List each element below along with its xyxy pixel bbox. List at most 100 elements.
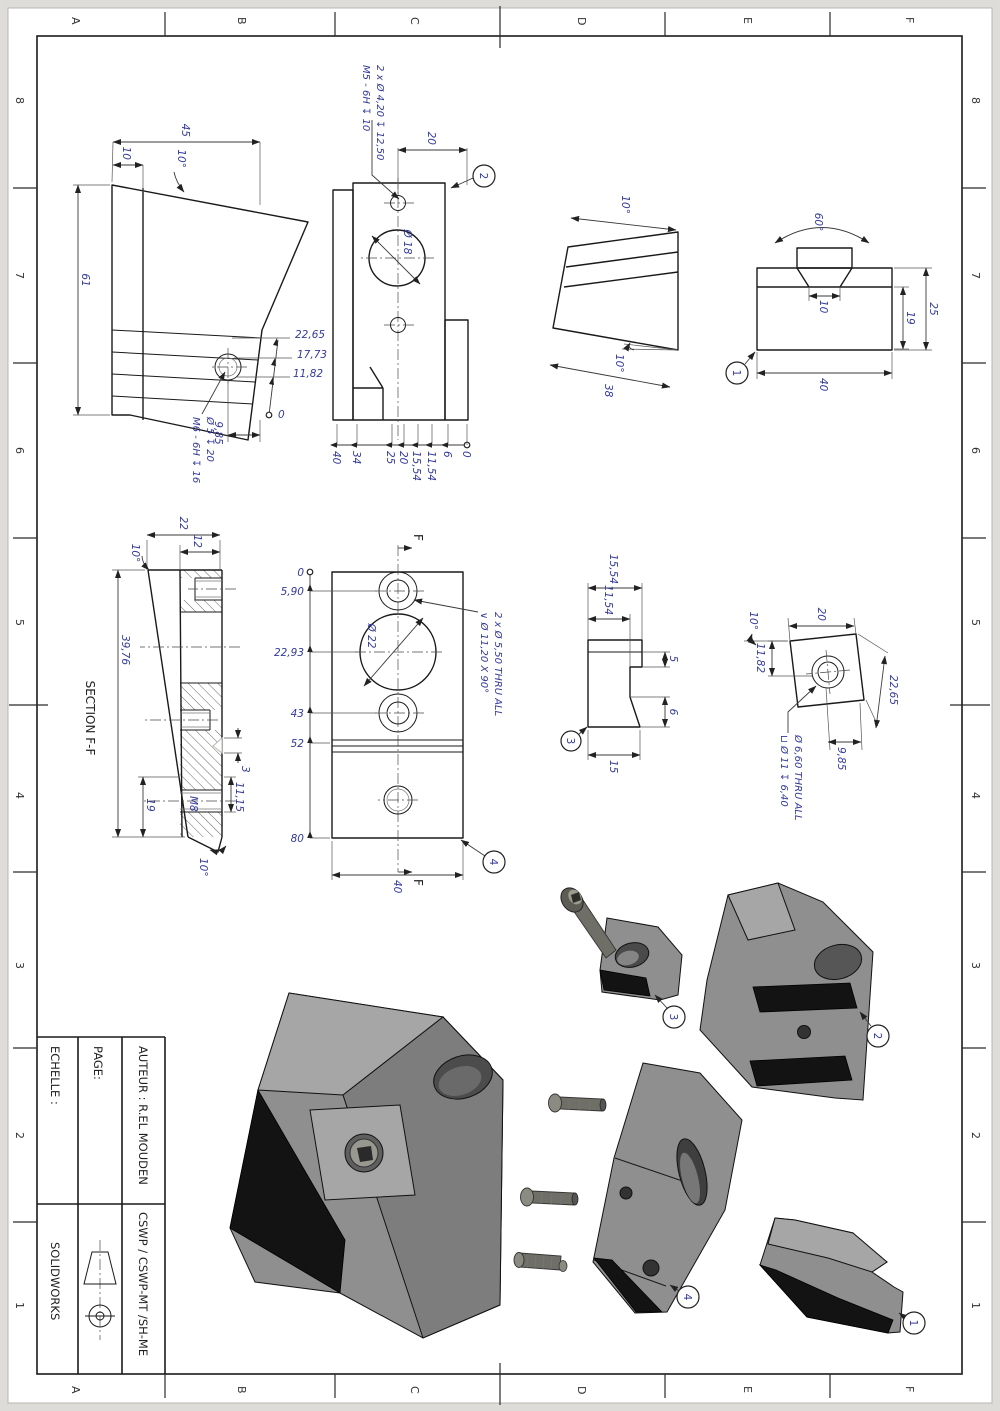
zone-letter: C [408,1386,421,1394]
zone-number: 5 [969,619,982,626]
balloon-1-circle [725,361,749,385]
ord-25: 25 [384,451,396,465]
balloon-4: 4 [487,859,499,866]
part-main-body [229,992,504,1339]
zone-number: 2 [969,1132,982,1139]
zone-letter: B [235,17,248,25]
ord-43: 43 [291,708,304,720]
ord-20: 20 [397,451,409,465]
dim-angle-10-bottom: 10° [613,354,625,373]
zone-labels: F E D C B A F E D C B A 8 7 6 5 4 3 2 1 … [13,17,982,1394]
part4-plate [592,1062,743,1314]
zone-letter: D [575,17,588,25]
dim-20: 20 [815,608,827,622]
ord-0: 0 [297,567,304,579]
page-field: PAGE: [91,1046,105,1080]
zone-letter: F [903,1386,916,1392]
zone-number: 5 [13,619,26,626]
dim-11-82: 11,82 [754,643,766,673]
balloon-3: 3 [667,1014,679,1021]
note-cbore-line1: Ø 6,60 THRU ALL [792,734,804,821]
dim-angle-10: 10° [747,611,759,630]
dim-11-54: 11,54 [602,585,614,615]
view-clamp-part3: 15,54 11,54 5 6 15 3 [560,554,679,774]
dim-angle-10: 10° [175,149,187,168]
zone-letter: C [408,17,421,25]
ord-40: 40 [330,451,342,465]
dim-angle-10-bottom: 10° [197,858,209,877]
view-jaw-top: 10° 38 10° [549,195,679,398]
balloon-3-circle [560,730,582,752]
dim-22-65: 22,65 [887,675,899,705]
balloon-2: 2 [477,173,489,180]
section-letter-f: F [411,879,425,886]
balloon-3: 3 [564,738,576,745]
note-tap-line2: M6 - 6H ↧ 16 [190,417,201,483]
dim-45: 45 [179,124,191,138]
dim-19: 19 [144,798,156,812]
zone-number: 4 [13,792,26,799]
balloon-4-circle [676,1285,700,1309]
button-screw-2-icon [520,1187,579,1207]
author-field: AUTEUR : R.EL MOUDEN [136,1046,150,1185]
balloon-1: 1 [907,1320,919,1327]
ord-0: 0 [460,451,472,458]
zone-number: 7 [13,272,26,279]
dim-20-top: 20 [425,132,437,146]
zone-letter: B [235,1386,248,1394]
zone-number: 6 [969,447,982,454]
ord-0: 0 [278,409,285,421]
ord-11-54: 11,54 [425,451,437,481]
ord-80: 80 [291,833,305,845]
dim-40: 40 [817,378,829,392]
zone-number: 4 [969,792,982,799]
zone-number: 8 [13,97,26,104]
set-screw-icon [513,1252,568,1272]
part1-vblock [758,1217,904,1334]
ord-34: 34 [350,451,362,464]
exploded-view: 3 2 4 1 [229,882,926,1339]
brand-field: SOLIDWORKS [48,1242,62,1320]
dim-angle-10-top: 10° [619,195,631,214]
part3-clamp [599,917,683,1001]
zone-number: 3 [13,962,26,969]
note-csk-line2: ∨ Ø 11,20 X 90° [478,612,490,693]
ord-5-90: 5,90 [281,586,305,598]
note-cbore-line1: 2 x Ø 4,20 ↧ 12,50 [374,65,386,160]
zone-letter: A [69,1386,82,1394]
zone-letter: A [69,17,82,25]
dim-40: 40 [391,880,403,894]
note-cbore-line2: ⊔ Ø 11 ↧ 6,40 [778,735,790,807]
ord-22-93: 22,93 [274,647,304,659]
dim-angle-60: 60° [812,213,824,232]
dim-22: 22 [177,517,189,531]
dim-39-76: 39,76 [119,635,131,665]
zone-number: 1 [969,1302,982,1309]
dim-10: 10 [120,147,132,161]
zone-letter: E [741,1386,754,1393]
note-tap-line1: Ø 5 ↧ 20 [204,416,216,462]
zone-letter: D [575,1386,588,1394]
zone-letter: E [741,17,754,24]
dim-9-85: 9,85 [835,747,847,771]
zone-letter: F [903,17,916,23]
zone-number: 2 [13,1132,26,1139]
label-hole-d22: Ø 22 [365,623,377,649]
ord-6: 6 [441,451,453,458]
ord-52: 52 [291,738,305,750]
zone-number: 6 [13,447,26,454]
balloon-3-circle [662,1005,686,1029]
balloon-1: 1 [730,370,742,377]
note-cbore-line2: M5 - 6H ↧ 10 [360,65,371,131]
dim-38: 38 [602,384,614,398]
view-vblock-part1: 60° 10 19 25 40 1 [725,213,939,392]
zone-number: 8 [969,97,982,104]
zone-number: 3 [969,962,982,969]
view-plate-part4: F F Ø 22 0 5,90 22,93 43 52 80 40 2 x Ø … [274,534,506,894]
balloon-4-circle [482,850,506,874]
ord-15-54: 15,54 [410,451,422,481]
scale-field: ECHELLE : [48,1046,62,1105]
view-jaw-front-part2: Ø 18 0 6 11,54 15,54 20 25 34 40 20 2 x … [330,65,496,481]
balloon-2-circle [866,1024,890,1048]
